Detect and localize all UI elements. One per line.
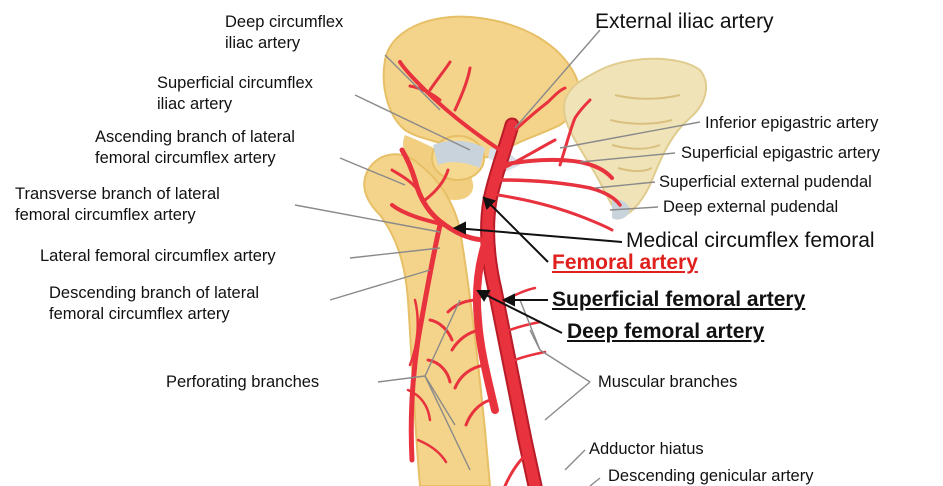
label-superficial-femoral: Superficial femoral artery <box>552 288 805 312</box>
label-line-2: femoral circumflex artery <box>15 205 220 226</box>
label-line-1: Transverse branch of lateral <box>15 184 220 205</box>
label-femoral-artery: Femoral artery <box>552 251 698 275</box>
label-line-2: iliac artery <box>225 33 343 54</box>
label-line-1: Deep circumflex <box>225 12 343 33</box>
label-line-2: femoral circumflex artery <box>95 148 295 169</box>
label-muscular-branches: Muscular branches <box>598 372 737 393</box>
label-lateral-femoral-circumflex: Lateral femoral circumflex artery <box>40 246 276 267</box>
label-transverse-branch: Transverse branch of lateral femoral cir… <box>15 184 220 226</box>
label-line-1: Ascending branch of lateral <box>95 127 295 148</box>
label-adductor-hiatus: Adductor hiatus <box>589 439 704 460</box>
label-descending-branch: Descending branch of lateral femoral cir… <box>49 283 259 325</box>
label-inferior-epigastric: Inferior epigastric artery <box>705 113 878 134</box>
label-descending-genicular: Descending genicular artery <box>608 466 813 486</box>
label-perforating-branches: Perforating branches <box>166 372 319 393</box>
label-deep-femoral: Deep femoral artery <box>567 320 764 344</box>
label-line-1: Descending branch of lateral <box>49 283 259 304</box>
label-deep-circumflex-iliac: Deep circumflex iliac artery <box>225 12 343 54</box>
label-line-1: Superficial circumflex <box>157 73 313 94</box>
label-deep-external-pudendal: Deep external pudendal <box>663 197 838 218</box>
label-line-2: iliac artery <box>157 94 313 115</box>
label-superficial-circumflex-iliac: Superficial circumflex iliac artery <box>157 73 313 115</box>
label-superficial-epigastric: Superficial epigastric artery <box>681 143 880 164</box>
label-ascending-branch: Ascending branch of lateral femoral circ… <box>95 127 295 169</box>
label-superficial-external-pudendal: Superficial external pudendal <box>659 172 872 193</box>
label-line-2: femoral circumflex artery <box>49 304 259 325</box>
label-medical-circumflex-femoral: Medical circumflex femoral <box>626 229 875 253</box>
label-external-iliac: External iliac artery <box>595 10 774 34</box>
